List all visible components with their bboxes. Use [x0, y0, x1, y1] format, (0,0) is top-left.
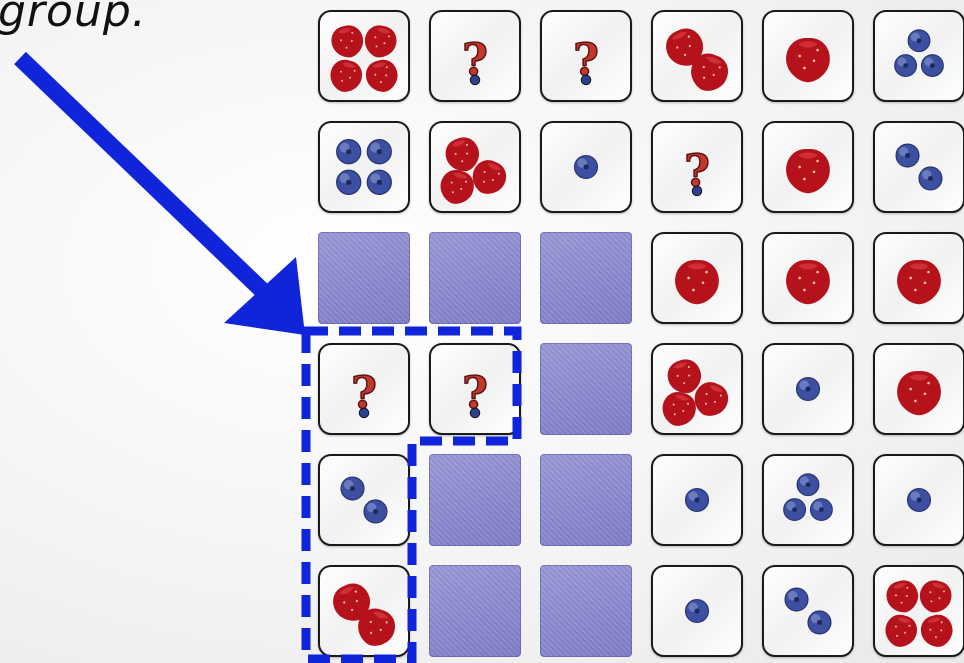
tile-r3-c5[interactable]	[762, 232, 854, 324]
tile-r4-c6[interactable]	[873, 343, 964, 435]
tile-r1-c1[interactable]	[318, 10, 410, 102]
strawberry-icon	[440, 137, 507, 204]
tile-r6-c5[interactable]	[762, 565, 854, 657]
question-mark-icon: ?	[350, 367, 377, 419]
tile-r5-c2[interactable]	[429, 454, 521, 546]
tile-r1-c3[interactable]: ?	[540, 10, 632, 102]
tile-r6-c1[interactable]	[318, 565, 410, 657]
question-mark-icon: ?	[461, 367, 488, 419]
blueberry-icon	[336, 139, 392, 195]
strawberry-icon	[885, 580, 953, 647]
tile-r1-c6[interactable]	[873, 10, 964, 102]
question-mark-icon: ?	[461, 34, 488, 86]
strawberry-icon	[330, 25, 398, 92]
tile-r2-c4[interactable]: ?	[651, 121, 743, 213]
tile-r3-c3[interactable]	[540, 232, 632, 324]
svg-text:?: ?	[462, 35, 488, 86]
blueberry-icon	[784, 587, 832, 635]
strawberry-icon	[662, 359, 729, 426]
blueberry-icon	[895, 143, 943, 191]
strawberry-icon	[666, 28, 728, 91]
tile-r4-c4[interactable]	[651, 343, 743, 435]
blueberry-icon	[795, 376, 821, 402]
question-mark-icon: ?	[572, 34, 599, 86]
tile-r1-c4[interactable]	[651, 10, 743, 102]
question-mark-icon: ?	[683, 145, 710, 197]
tile-r2-c1[interactable]	[318, 121, 410, 213]
blueberry-icon	[684, 487, 710, 513]
tile-r2-c3[interactable]	[540, 121, 632, 213]
strawberry-icon	[333, 583, 395, 646]
strawberry-icon	[786, 148, 830, 194]
tile-r5-c4[interactable]	[651, 454, 743, 546]
tile-r3-c2[interactable]	[429, 232, 521, 324]
tile-r4-c5[interactable]	[762, 343, 854, 435]
tile-r2-c6[interactable]	[873, 121, 964, 213]
tile-r4-c1[interactable]: ?	[318, 343, 410, 435]
strawberry-icon	[675, 259, 719, 305]
instruction-text: group.	[0, 0, 147, 37]
tile-r1-c5[interactable]	[762, 10, 854, 102]
blueberry-icon	[894, 29, 944, 78]
tile-r6-c4[interactable]	[651, 565, 743, 657]
blueberry-icon	[906, 487, 932, 513]
tile-r2-c5[interactable]	[762, 121, 854, 213]
tile-r6-c3[interactable]	[540, 565, 632, 657]
tile-r5-c1[interactable]	[318, 454, 410, 546]
tile-r4-c3[interactable]	[540, 343, 632, 435]
tile-r2-c2[interactable]	[429, 121, 521, 213]
blueberry-icon	[340, 476, 388, 524]
strawberry-icon	[786, 259, 830, 305]
tile-r4-c2[interactable]: ?	[429, 343, 521, 435]
blueberry-icon	[684, 598, 710, 624]
tile-r1-c2[interactable]: ?	[429, 10, 521, 102]
tile-r3-c1[interactable]	[318, 232, 410, 324]
tile-r6-c6[interactable]	[873, 565, 964, 657]
tile-r5-c5[interactable]	[762, 454, 854, 546]
tile-r3-c4[interactable]	[651, 232, 743, 324]
blueberry-icon	[783, 473, 833, 522]
blueberry-icon	[573, 154, 599, 180]
strawberry-icon	[786, 37, 830, 83]
tile-r6-c2[interactable]	[429, 565, 521, 657]
strawberry-icon	[897, 259, 941, 305]
tile-r5-c6[interactable]	[873, 454, 964, 546]
tile-r3-c6[interactable]	[873, 232, 964, 324]
svg-text:?: ?	[573, 35, 599, 86]
tile-r5-c3[interactable]	[540, 454, 632, 546]
strawberry-icon	[897, 370, 941, 416]
